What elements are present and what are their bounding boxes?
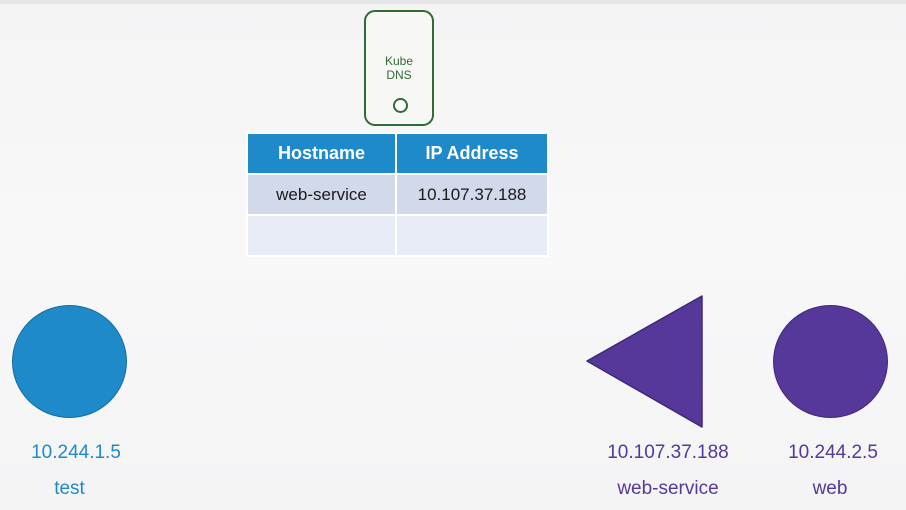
cell-ip-address: [397, 216, 547, 255]
cell-hostname: web-service: [248, 175, 395, 214]
test-pod-circle: [12, 305, 127, 418]
test-pod-name: test: [54, 478, 85, 499]
table-row: [248, 216, 547, 255]
web-pod-circle: [773, 305, 888, 418]
top-edge-bar: [0, 0, 906, 4]
web-service-triangle: [586, 295, 703, 428]
test-pod-ip: 10.244.1.5: [31, 442, 121, 463]
cell-ip-address: 10.107.37.188: [397, 175, 547, 214]
header-hostname: Hostname: [248, 134, 395, 173]
table-header-row: Hostname IP Address: [248, 134, 547, 173]
kube-dns-label-line1: Kube: [384, 54, 414, 68]
header-ip-address: IP Address: [397, 134, 547, 173]
pod-status-indicator-icon: [393, 98, 408, 113]
web-pod-ip: 10.244.2.5: [788, 442, 878, 463]
kube-dns-label-line2: DNS: [386, 68, 412, 82]
web-service-ip: 10.107.37.188: [607, 442, 729, 463]
kube-dns-pod: Kube DNS: [364, 10, 434, 126]
web-pod-name: web: [812, 478, 848, 499]
web-service-name: web-service: [617, 478, 719, 499]
dns-records-table: Hostname IP Address web-service 10.107.3…: [246, 132, 549, 257]
kube-dns-label: Kube DNS: [366, 54, 432, 82]
cell-hostname: [248, 216, 395, 255]
table-row: web-service 10.107.37.188: [248, 175, 547, 214]
